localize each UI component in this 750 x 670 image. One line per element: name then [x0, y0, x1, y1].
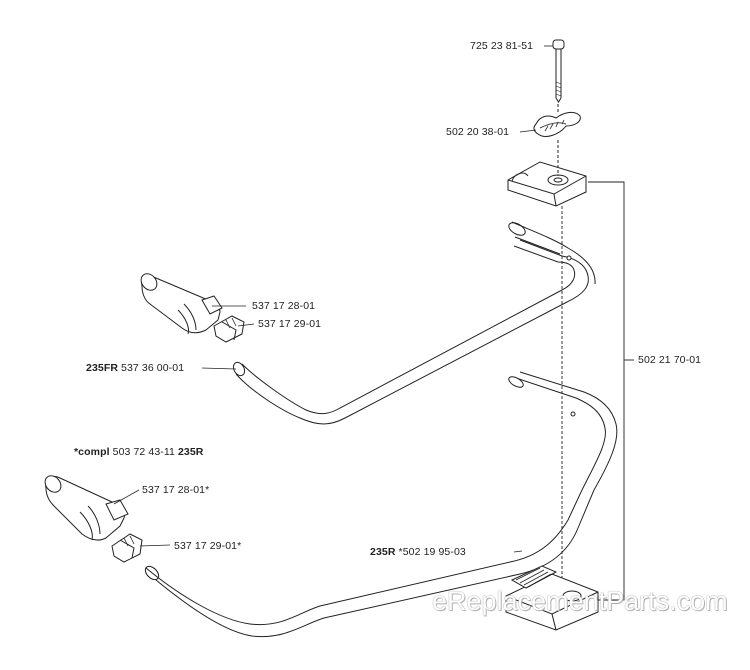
label-handle-kit: 502 21 70-01 [638, 354, 702, 366]
label-bar-r: 235R *502 19 95-03 [370, 546, 466, 558]
label-compl-model: 235R [177, 446, 204, 458]
label-bar-fr-model: 235FR [86, 362, 119, 374]
leader-lines [113, 45, 553, 553]
label-bar-fr: 235FR 537 36 00-01 [86, 362, 184, 374]
label-bar-fr-part: 537 36 00-01 [121, 362, 185, 374]
upper-throttle-part [213, 315, 245, 343]
handle-kit-bracket [561, 181, 634, 601]
watermark: eReplacementParts.com [432, 586, 728, 616]
upper-clamp-part [507, 140, 587, 207]
lower-throttle-part [111, 533, 143, 563]
label-bolt: 725 23 81-51 [470, 40, 534, 52]
lower-grip-part [44, 475, 129, 541]
label-grip-lower: 537 17 28-01* [142, 484, 210, 496]
label-compl-prefix: *compl [74, 446, 110, 458]
upper-grip-part [140, 273, 223, 335]
label-bar-r-model: 235R [370, 546, 396, 558]
knob-nut-part [533, 104, 581, 137]
lower-handlebar-part [144, 371, 618, 638]
upper-handlebar-part [232, 221, 596, 425]
bolt-part [552, 39, 565, 103]
lower-clamp-part [505, 565, 599, 631]
label-knob-nut: 502 20 38-01 [446, 126, 510, 138]
label-compl-part: 503 72 43-11 [112, 446, 175, 458]
label-grip-upper: 537 17 28-01 [252, 300, 316, 312]
label-compl: *compl 503 72 43-11 235R [74, 446, 204, 458]
label-throttle-upper: 537 17 29-01 [258, 318, 322, 330]
label-bar-r-part: *502 19 95-03 [398, 546, 466, 558]
label-throttle-lower: 537 17 29-01* [174, 540, 242, 552]
